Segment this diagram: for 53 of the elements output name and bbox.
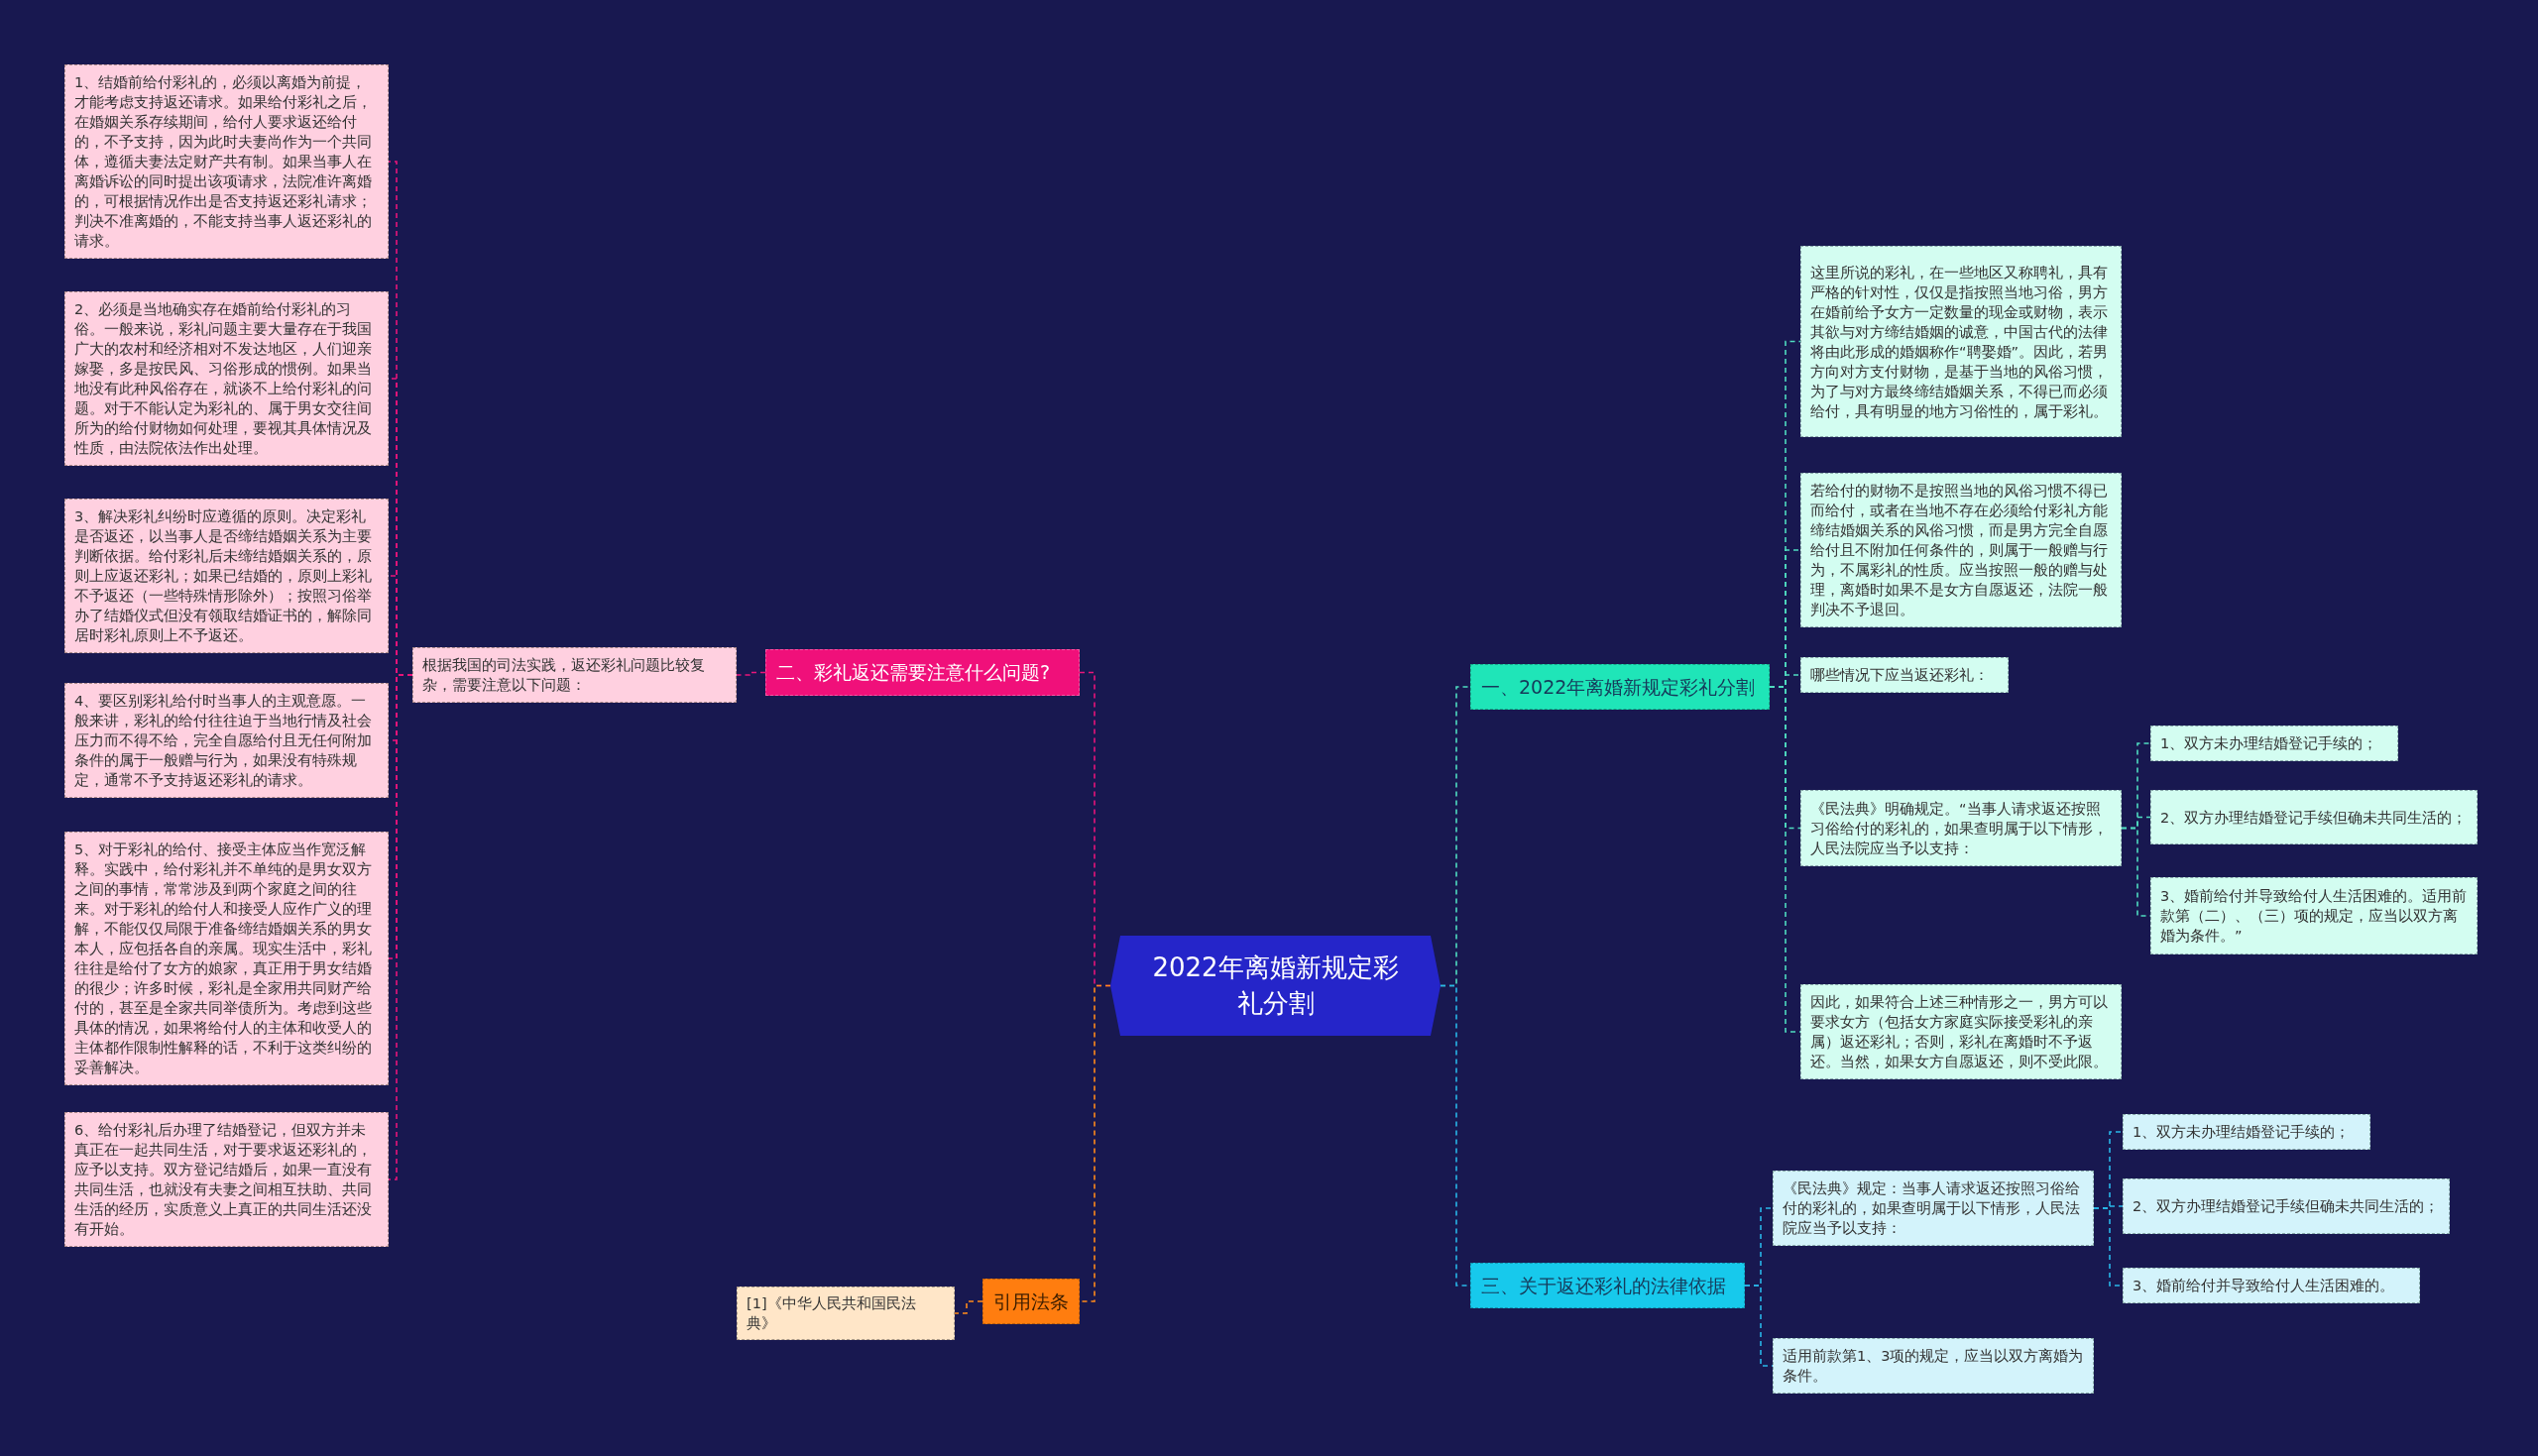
node-text: 《民法典》规定：当事人请求返还按照习俗给付的彩礼的，如果查明属于以下情形，人民法院应当予以支持： [1783,1179,2081,1238]
node-text: 4、要区别彩礼给付时当事人的主观意愿。一般来讲，彩礼的给付往往迫于当地行情及社会压力而不得不给，完全自愿给付且无任何附加条件的属于一般赠与行为，如果没有特殊规定，通常不予支持返还彩礼的请求。 [74,692,373,790]
text-card [64,291,389,466]
node-text: 引用法条 [993,1288,1069,1314]
text-card [64,1112,389,1247]
node-text: 6、给付彩礼后办理了结婚登记，但双方并未真正在一起共同生活，对于要求返还彩礼的，应予以支持。双方登记结婚后，如果一直没有共同生活，也就没有夫妻之间相互扶助、共同生活的经历，实质意义上真正的共同生活还没有开始。 [74,1121,373,1239]
text-card [1800,790,2122,866]
node-text: 5、对于彩礼的给付、接受主体应当作宽泛解释。实践中，给付彩礼并不单纯的是男女双方之间的事情，常常涉及到两个家庭之间的往来。对于彩礼的给付人和接受人应作广义的理解，不能仅仅局限于准备缔结婚姻关系的男女本人，应包括各自的亲属。现实生活中，彩礼往往是给付了女方的娘家，真正用于男女结婚的很少；许多时候，彩礼是全家用共同财产给付的，甚至是全家共同举债所为。考虑到这些具体的情况，如果将给付人的主体和收受人的主体都作限制性解释的话，不利于这类纠纷的妥善解决。 [74,840,373,1077]
connector [736,671,766,676]
node-text: 3、婚前给付并导致给付人生活困难的。适用前款第（二）、（三）项的规定，应当以双方离婚为条件。” [2160,887,2468,946]
text-card [64,64,389,259]
text-card [2123,1114,2370,1150]
node-text: 1、结婚前给付彩礼的，必须以离婚为前提，才能考虑支持返还请求。如果给付彩礼之后，在婚姻关系存续期间，给付人要求返还给付的，不予支持，因为此时夫妻尚作为一个共同体，遵循夫妻法定财产共有制。如果当事人在离婚诉讼的同时提出该项请求，法院准许离婚的，可根据情况作出是否支持返还彩礼请求；判决不准离婚的，不能支持当事人返还彩礼的请求。 [74,73,373,251]
node-text: 若给付的财物不是按照当地的风俗习惯不得已而给付，或者在当地不存在必须给付彩礼方能缔结婚姻关系的风俗习惯，而是男方完全自愿给付且不附加任何条件的，则属于一般赠与行为，不属彩礼的性质。应当按照一般的赠与处理，离婚时如果不是女方自愿返还，法院一般判决不予退回。 [1810,482,2109,619]
text-card [1800,984,2122,1079]
node-text: 2、必须是当地确实存在婚前给付彩礼的习俗。一般来说，彩礼问题主要大量存在于我国广大的农村和经济相对不发达地区，人们迎亲嫁娶，多是按民风、习俗形成的惯例。如果当地没有此种风俗存在，就谈不上给付彩礼的问题。对于不能认定为彩礼的、属于男女交往间所为的给付财物如何处理，要视其具体情况及性质，由法院依法作出处理。 [74,300,373,458]
node-text: 根据我国的司法实践，返还彩礼问题比较复杂，需要注意以下问题： [422,656,706,695]
node-text: 2、双方办理结婚登记手续但确未共同生活的； [2133,1197,2440,1216]
node-text: 《民法典》明确规定。“当事人请求返还按照习俗给付的彩礼的，如果查明属于以下情形，人民法院应当予以支持： [1810,799,2109,858]
text-card [2123,1268,2420,1303]
node-text: 三、关于返还彩礼的法律依据 [1481,1273,1727,1298]
text-card [412,647,737,703]
text-card [1800,473,2122,627]
node-text: 3、婚前给付并导致给付人生活困难的。 [2133,1277,2396,1295]
node-text: 2、双方办理结婚登记手续但确未共同生活的； [2160,808,2468,828]
node-text: 1、双方未办理结婚登记手续的； [2133,1123,2352,1142]
node-text: 二、彩礼返还需要注意什么问题? [776,660,1052,686]
node-text: 3、解决彩礼纠纷时应遵循的原则。决定彩礼是否返还，以当事人是否缔结婚姻关系为主要判断依据。给付彩礼后未缔结婚姻关系的，原则上应返还彩礼；如果已结婚的，原则上彩礼不予返还（一些特殊情形除外）；按照习俗举办了结婚仪式但没有领取结婚证书的，解除同居时彩礼原则上不予返还。 [74,507,373,645]
node-text: 2022年离婚新规定彩礼分割 [1151,951,1400,1020]
text-card [64,683,389,798]
node-text: 因此，如果符合上述三种情形之一，男方可以要求女方（包括女方家庭实际接受彩礼的亲属）返还彩礼；否则，彩礼在离婚时不予返还。当然，如果女方自愿返还，则不受此限。 [1810,993,2109,1071]
reference-card [737,1287,955,1340]
node-text: 这里所说的彩礼，在一些地区又称聘礼，具有严格的针对性，仅仅是指按照当地习俗，男方在婚前给予女方一定数量的现金或财物，表示其欲与对方缔结婚姻的诚意，中国古代的法律将由此形成的婚姻称作“聘娶婚”。因此，若男方向对方支付财物，是基于当地的风俗习惯，为了与对方最终缔结婚姻关系，不得已而必须给付，具有明显的地方习俗性的，属于彩礼。 [1810,263,2110,421]
text-card [2123,1178,2450,1234]
node-text: 一、2022年离婚新规定彩礼分割 [1481,674,1757,700]
branch-topic [1470,664,1770,710]
text-card [1773,1171,2094,1246]
text-card [1800,657,2009,693]
branch-topic [982,1279,1080,1324]
branch-topic [1470,1263,1745,1308]
text-card [2150,726,2398,761]
node-text: [1]《中华人民共和国民法典》 [747,1294,917,1333]
text-card [1800,246,2122,437]
node-text: 哪些情况下应当返还彩礼： [1810,666,1990,685]
central-topic [1110,936,1441,1036]
connector [954,1300,983,1314]
text-card [64,499,389,653]
branch-topic [765,649,1080,696]
node-text: 适用前款第1、3项的规定，应当以双方离婚为条件。 [1783,1347,2084,1386]
node-text: 1、双方未办理结婚登记手续的； [2160,734,2379,753]
text-card [2150,790,2478,844]
text-card [2150,877,2478,954]
text-card [1773,1338,2094,1394]
